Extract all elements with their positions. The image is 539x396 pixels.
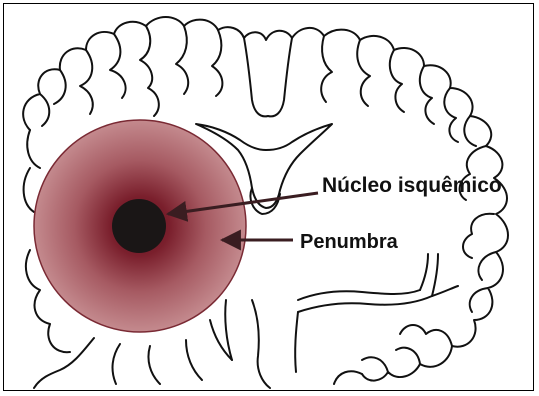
- penumbra-label: Penumbra: [300, 232, 398, 252]
- core-label: Núcleo isquêmico: [322, 175, 502, 196]
- ischemic-core: [112, 199, 166, 253]
